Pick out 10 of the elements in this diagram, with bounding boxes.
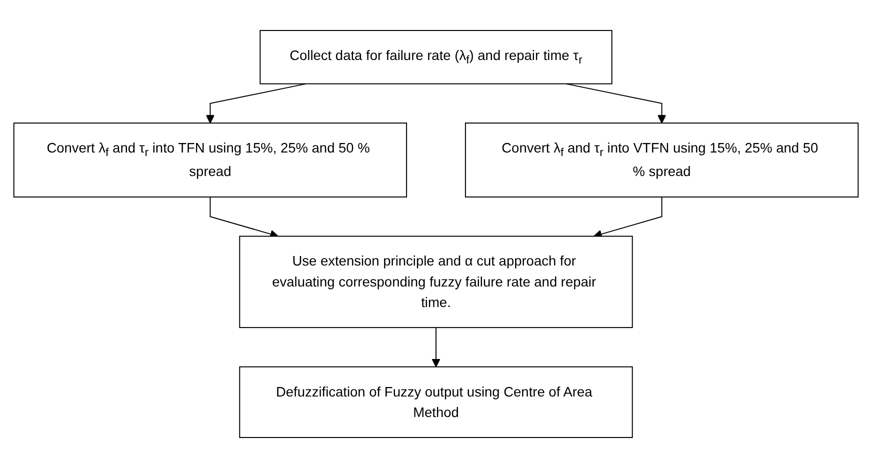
node-box: Use extension principle and α cut approach for evaluating corresponding fuzzy failure rate and repair time. — [239, 236, 633, 328]
arrow — [210, 196, 278, 238]
node-box: Collect data for failure rate (λ$_{f}$) and repair time τ$_{r}$ — [260, 30, 612, 84]
arrow — [206, 83, 306, 124]
node-box: Convert λ$_{f}$ and τ$_{r}$ into VTFN using 15%, 25% and 50 % spread — [464, 122, 859, 198]
arrow — [566, 83, 666, 124]
arrow — [594, 196, 662, 238]
node-box: Convert λ$_{f}$ and τ$_{r}$ into TFN using 15%, 25% and 50 % spread — [13, 122, 408, 198]
arrow — [432, 327, 440, 368]
node-box: Defuzzification of Fuzzy output using Centre of Area Method — [239, 366, 633, 438]
